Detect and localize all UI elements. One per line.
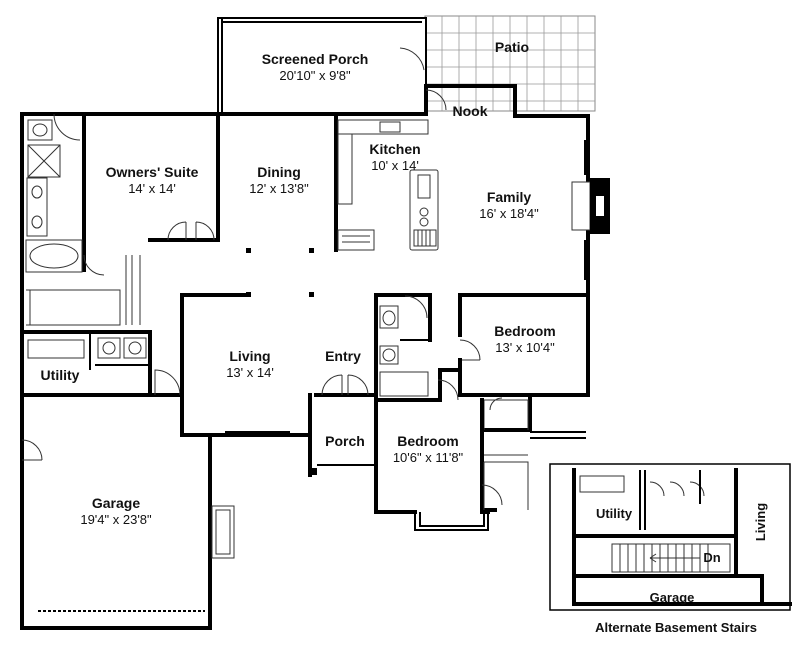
screened-porch-name: Screened Porch <box>262 51 369 67</box>
room-labels: Screened Porch 20'10" x 9'8" Patio Nook … <box>41 39 556 527</box>
hall-bath <box>374 293 442 402</box>
family-dim: 16' x 18'4" <box>479 206 539 221</box>
kitchen-dim: 10' x 14' <box>371 158 419 173</box>
inset-caption: Alternate Basement Stairs <box>595 620 757 635</box>
owners-suite-walls <box>53 112 220 276</box>
owners-suite-name: Owners' Suite <box>106 164 199 180</box>
fireplace <box>571 178 610 234</box>
bedroom-2-name: Bedroom <box>397 433 458 449</box>
patio-pavers <box>424 15 596 112</box>
stair-treads <box>611 543 731 573</box>
basement-stairs-inset: Utility Living Dn Garage <box>549 463 792 611</box>
dining-dim: 12' x 13'8" <box>249 181 309 196</box>
utility-name: Utility <box>41 367 80 383</box>
washer-dryer <box>27 337 147 359</box>
kitchen-name: Kitchen <box>369 141 420 157</box>
screened-porch-dim: 20'10" x 9'8" <box>279 68 351 83</box>
inset-living-label: Living <box>753 503 768 541</box>
living-dim: 13' x 14' <box>226 365 274 380</box>
exterior-walls <box>20 84 590 512</box>
garage-name: Garage <box>92 495 140 511</box>
owners-bath-fixtures <box>25 119 141 326</box>
nook-door <box>425 89 447 111</box>
kitchen-cabinets <box>334 116 439 252</box>
family-name: Family <box>487 189 532 205</box>
bedroom-1-dim: 13' x 10'4" <box>495 340 555 355</box>
bedroom-2-walls <box>374 368 529 531</box>
owners-suite-dim: 14' x 14' <box>128 181 176 196</box>
entry-name: Entry <box>325 348 361 364</box>
garage-walls <box>20 393 235 630</box>
bedroom-1-walls <box>458 293 590 439</box>
inset-stairs-label: Dn <box>703 550 720 565</box>
patio-name: Patio <box>495 39 529 55</box>
inset-garage-label: Garage <box>650 590 695 605</box>
garage-dim: 19'4" x 23'8" <box>80 512 152 527</box>
bedroom-2-dim: 10'6" x 11'8" <box>393 450 464 465</box>
bedroom-1-name: Bedroom <box>494 323 555 339</box>
nook-name: Nook <box>453 103 488 119</box>
living-walls <box>180 293 374 477</box>
living-name: Living <box>229 348 270 364</box>
screened-porch-walls <box>217 17 427 115</box>
porch-name: Porch <box>325 433 365 449</box>
dining-name: Dining <box>257 164 301 180</box>
utility-walls <box>20 330 152 397</box>
utility-partitions <box>89 332 150 370</box>
interior-posts <box>246 248 317 475</box>
inset-utility-label: Utility <box>596 506 633 521</box>
utility-door <box>154 369 181 396</box>
